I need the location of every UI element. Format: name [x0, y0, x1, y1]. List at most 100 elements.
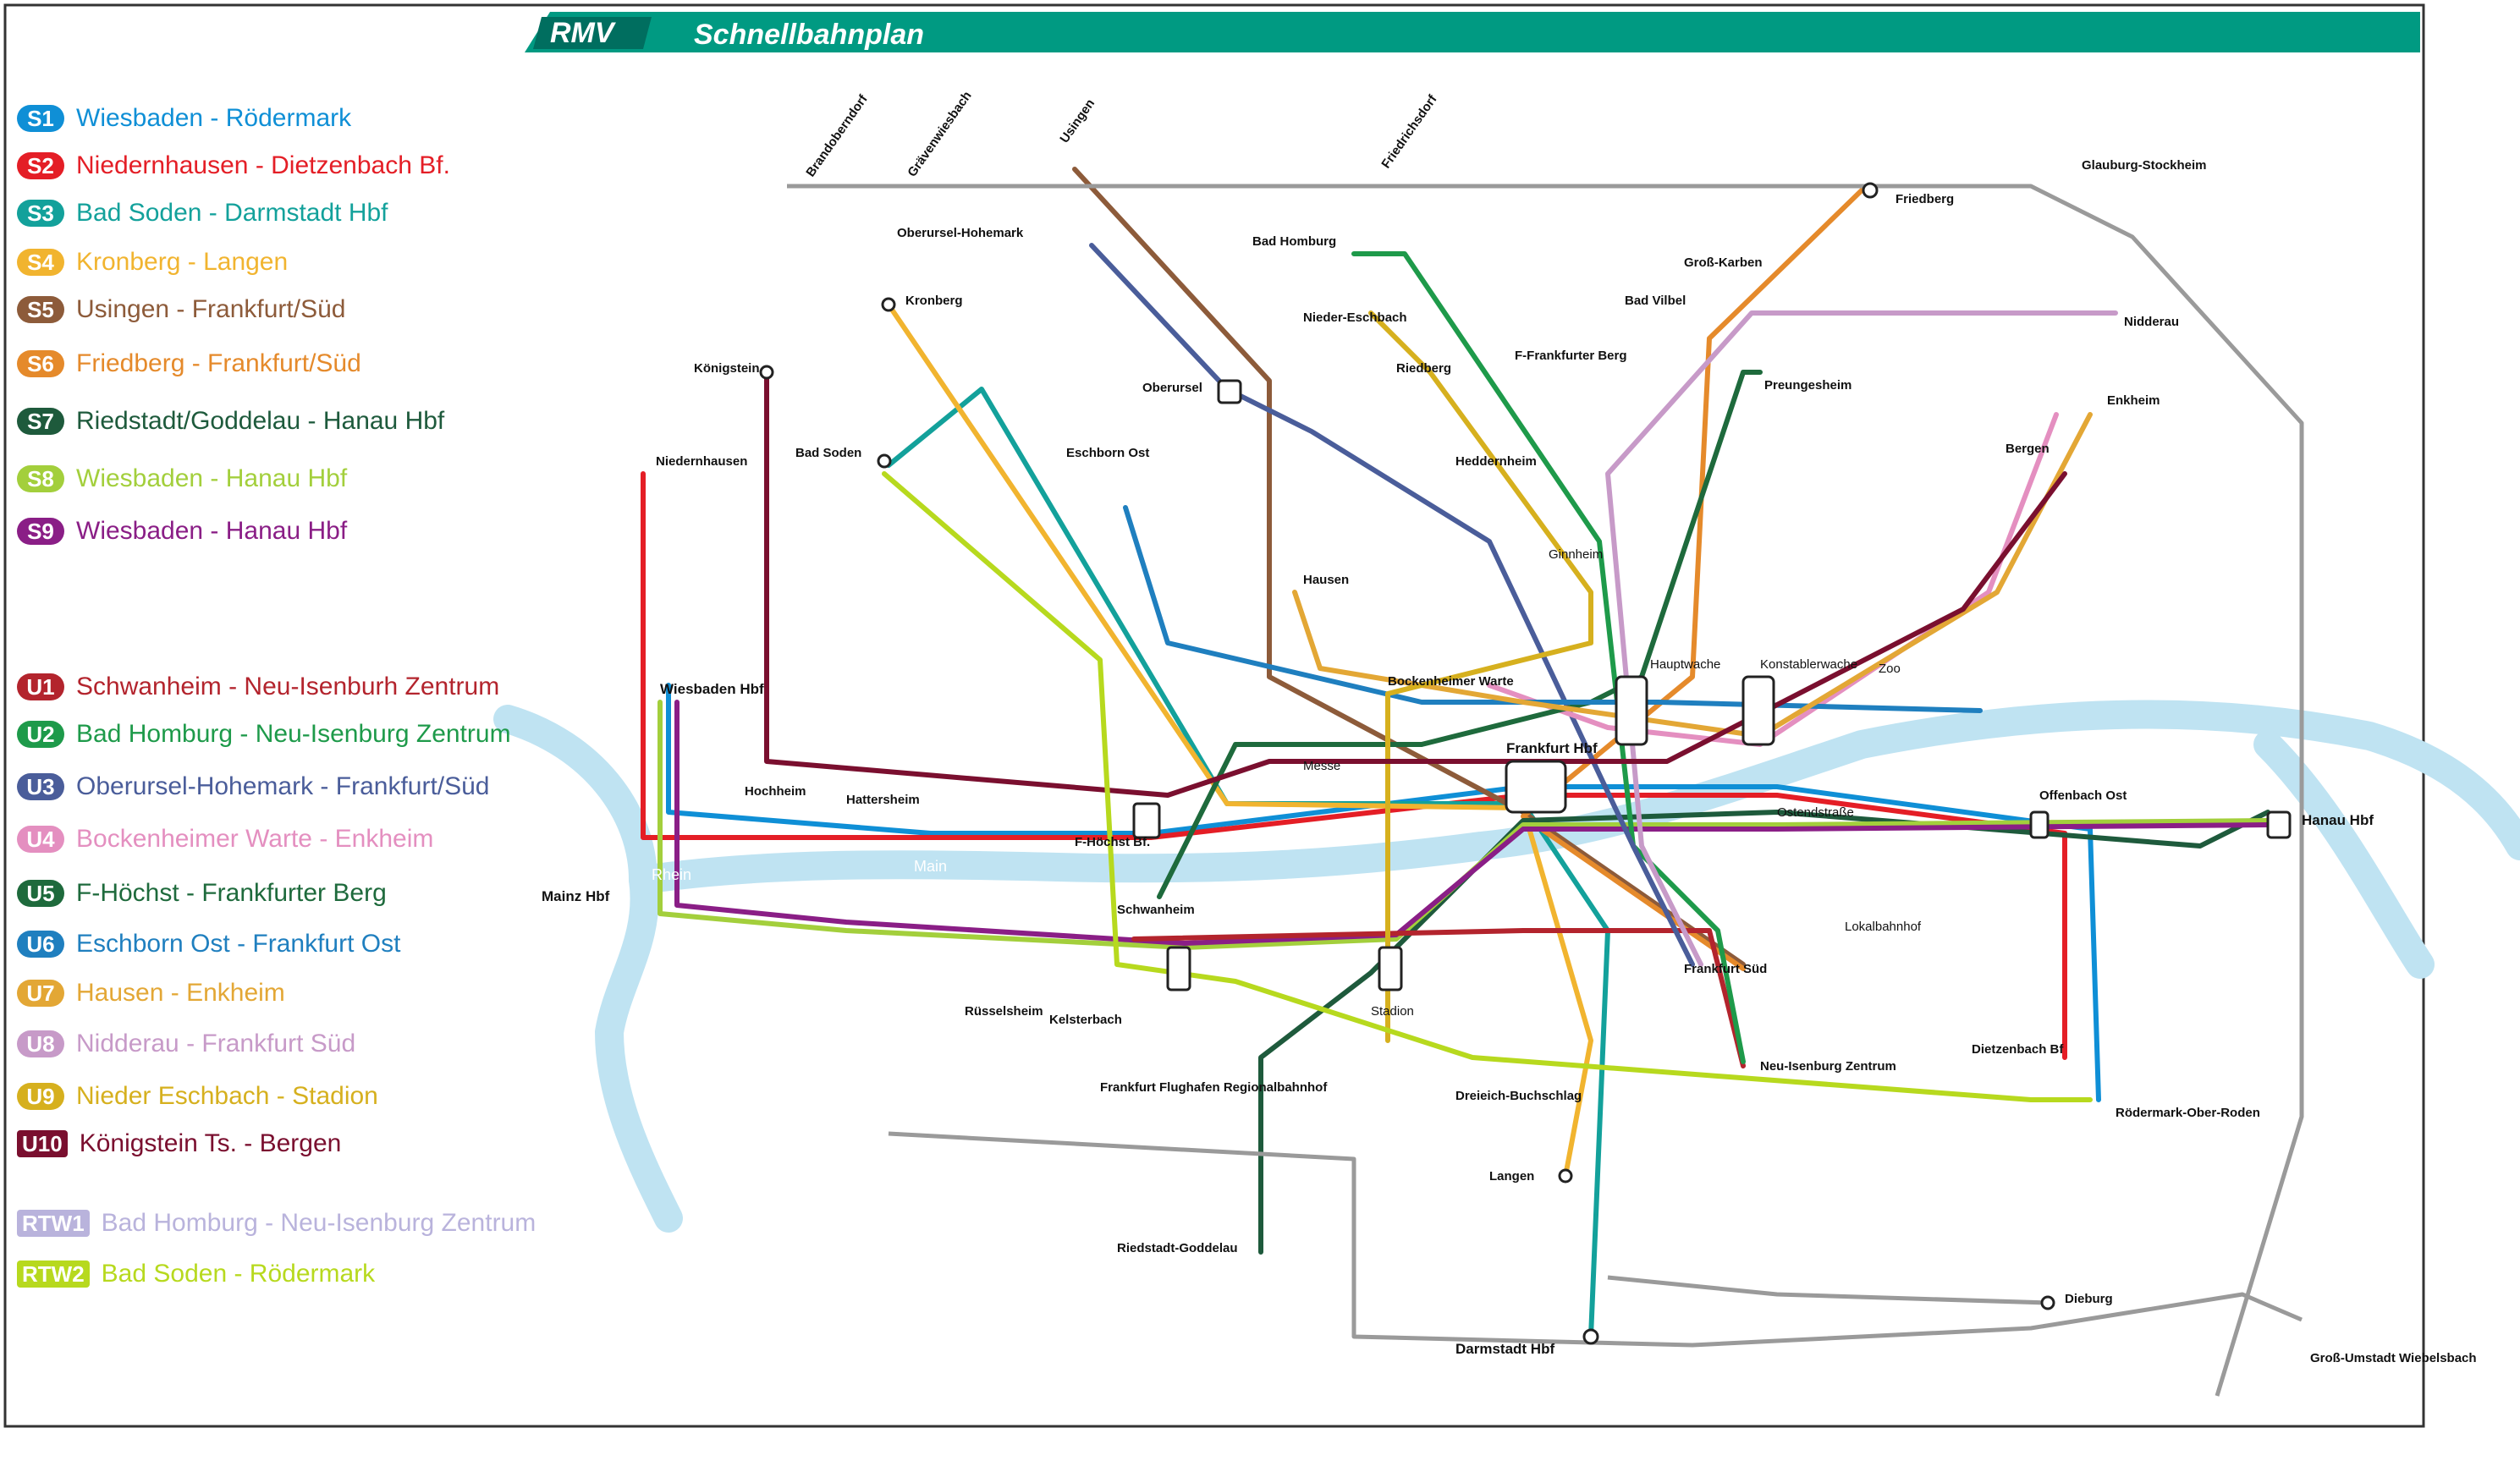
header-bar-fill: [525, 12, 2420, 52]
rail-south: [888, 1131, 2303, 1348]
station-koenigstein[interactable]: [759, 365, 774, 380]
legend-label: F-Höchst - Frankfurter Berg: [76, 879, 387, 907]
station-kronberg[interactable]: [881, 297, 896, 312]
label-hausen: Hausen: [1303, 573, 1349, 587]
main-river-east: [2253, 730, 2435, 979]
station-offenbach-ost[interactable]: [2029, 810, 2050, 839]
legend-label: Bad Soden - Darmstadt Hbf: [76, 199, 388, 227]
label-mainz-hbf: Mainz Hbf: [542, 888, 610, 904]
line-badge-u4: U4: [17, 826, 64, 853]
line-badge-rtw2: RTW2: [17, 1261, 90, 1288]
label-graevenwiesbach: Grävenwiesbach: [905, 89, 974, 179]
line-s2: [641, 471, 2067, 1060]
label-gross-umstadt: Groß-Umstadt Wiebelsbach: [2310, 1351, 2477, 1365]
legend-label: Schwanheim - Neu-Isenburh Zentrum: [76, 673, 500, 700]
label-ginnheim: Ginnheim: [1549, 547, 1603, 562]
line-badge-u6: U6: [17, 931, 64, 958]
station-ruesselsheim[interactable]: [1166, 946, 1191, 991]
station-konstablerwache[interactable]: [1741, 675, 1775, 746]
line-layer: [641, 167, 2270, 1339]
label-hattersheim: Hattersheim: [846, 793, 920, 807]
label-lokalbahnhof: Lokalbahnhof: [1845, 920, 1922, 934]
station-frankfurt-hbf[interactable]: [1505, 760, 1567, 814]
station-hauptwache[interactable]: [1615, 675, 1648, 746]
legend-label: Nieder Eschbach - Stadion: [76, 1082, 378, 1110]
line-u9: [1368, 310, 1593, 1043]
station-bad-soden[interactable]: [877, 453, 892, 469]
legend-label: Bad Homburg - Neu-Isenburg Zentrum: [76, 720, 511, 748]
station-friedberg[interactable]: [1862, 182, 1879, 199]
legend-label: Riedstadt/Goddelau - Hanau Hbf: [76, 407, 445, 435]
label-neu-isenburg: Neu-Isenburg Zentrum: [1760, 1059, 1896, 1074]
station-dieburg[interactable]: [2040, 1295, 2055, 1310]
line-s9: [674, 700, 2270, 946]
line-rtw: [882, 471, 2093, 1102]
station-f-hoechst[interactable]: [1132, 802, 1161, 839]
station-kelsterbach[interactable]: [1378, 946, 1403, 991]
label-ruesselsheim: Rüsselsheim: [965, 1004, 1043, 1019]
map-border: [3, 3, 2425, 1428]
rmv-logo-bg: [533, 17, 652, 49]
label-konstablerwache: Konstablerwache: [1760, 657, 1857, 672]
label-dreieich: Dreieich-Buchschlag: [1455, 1089, 1582, 1103]
line-badge-s4: S4: [17, 249, 64, 276]
label-stadion: Stadion: [1371, 1004, 1414, 1019]
line-badge-u3: U3: [17, 773, 64, 800]
line-badge-s6: S6: [17, 350, 64, 377]
label-dietzenbach: Dietzenbach Bf: [1972, 1042, 2064, 1057]
station-langen[interactable]: [1558, 1168, 1573, 1184]
label-ostendstrasse: Ostendstraße: [1777, 805, 1854, 820]
legend-item-u6: U6 Eschborn Ost - Frankfurt Ost: [17, 927, 400, 961]
label-friedberg: Friedberg: [1896, 192, 1954, 206]
rhine-river: [493, 705, 683, 1233]
line-badge-u7: U7: [17, 980, 64, 1007]
legend-label: Kronberg - Langen: [76, 248, 289, 276]
label-oberursel: Oberursel: [1142, 381, 1202, 395]
label-niedernhausen: Niedernhausen: [656, 454, 747, 469]
legend-label: Eschborn Ost - Frankfurt Ost: [76, 930, 401, 958]
station-layer: [759, 182, 2292, 1345]
label-messe: Messe: [1303, 759, 1340, 773]
legend-label: Usingen - Frankfurt/Süd: [76, 295, 346, 323]
legend-label: Königstein Ts. - Bergen: [79, 1129, 342, 1157]
line-badge-u10: U10: [17, 1130, 68, 1157]
label-friedrichsdorf: Friedrichsdorf: [1378, 91, 1440, 171]
label-main: Main: [914, 858, 947, 875]
legend-label: Bad Homburg - Neu-Isenburg Zentrum: [101, 1209, 536, 1237]
label-riedberg: Riedberg: [1396, 361, 1451, 376]
line-u3: [1089, 243, 1695, 967]
station-oberursel[interactable]: [1217, 379, 1242, 404]
label-heddernheim: Heddernheim: [1455, 454, 1537, 469]
label-usingen: Usingen: [1057, 96, 1098, 146]
label-frankfurt-sued: Frankfurt Süd: [1684, 962, 1767, 976]
regional-rail-layer: [787, 184, 2304, 1397]
label-langen: Langen: [1489, 1169, 1534, 1184]
station-darmstadt-hbf[interactable]: [1582, 1328, 1599, 1345]
label-hauptwache: Hauptwache: [1650, 657, 1720, 672]
line-badge-s9: S9: [17, 518, 64, 545]
line-u10: [764, 370, 2067, 798]
label-roedermark: Rödermark-Ober-Roden: [2116, 1106, 2260, 1120]
label-rhein: Rhein: [652, 866, 691, 883]
label-riedstadt: Riedstadt-Goddelau: [1117, 1241, 1238, 1255]
label-nieder-eschbach: Nieder-Eschbach: [1303, 310, 1407, 325]
label-preungesheim: Preungesheim: [1764, 378, 1851, 393]
line-badge-s2: S2: [17, 152, 64, 179]
header-bar: RMV Schnellbahnplan: [525, 0, 2420, 59]
label-darmstadt-hbf: Darmstadt Hbf: [1455, 1341, 1554, 1357]
line-u8: [1605, 310, 2118, 967]
station-hanau-hbf[interactable]: [2266, 810, 2292, 839]
legend-item-s4: S4 Kronberg - Langen: [17, 245, 288, 279]
